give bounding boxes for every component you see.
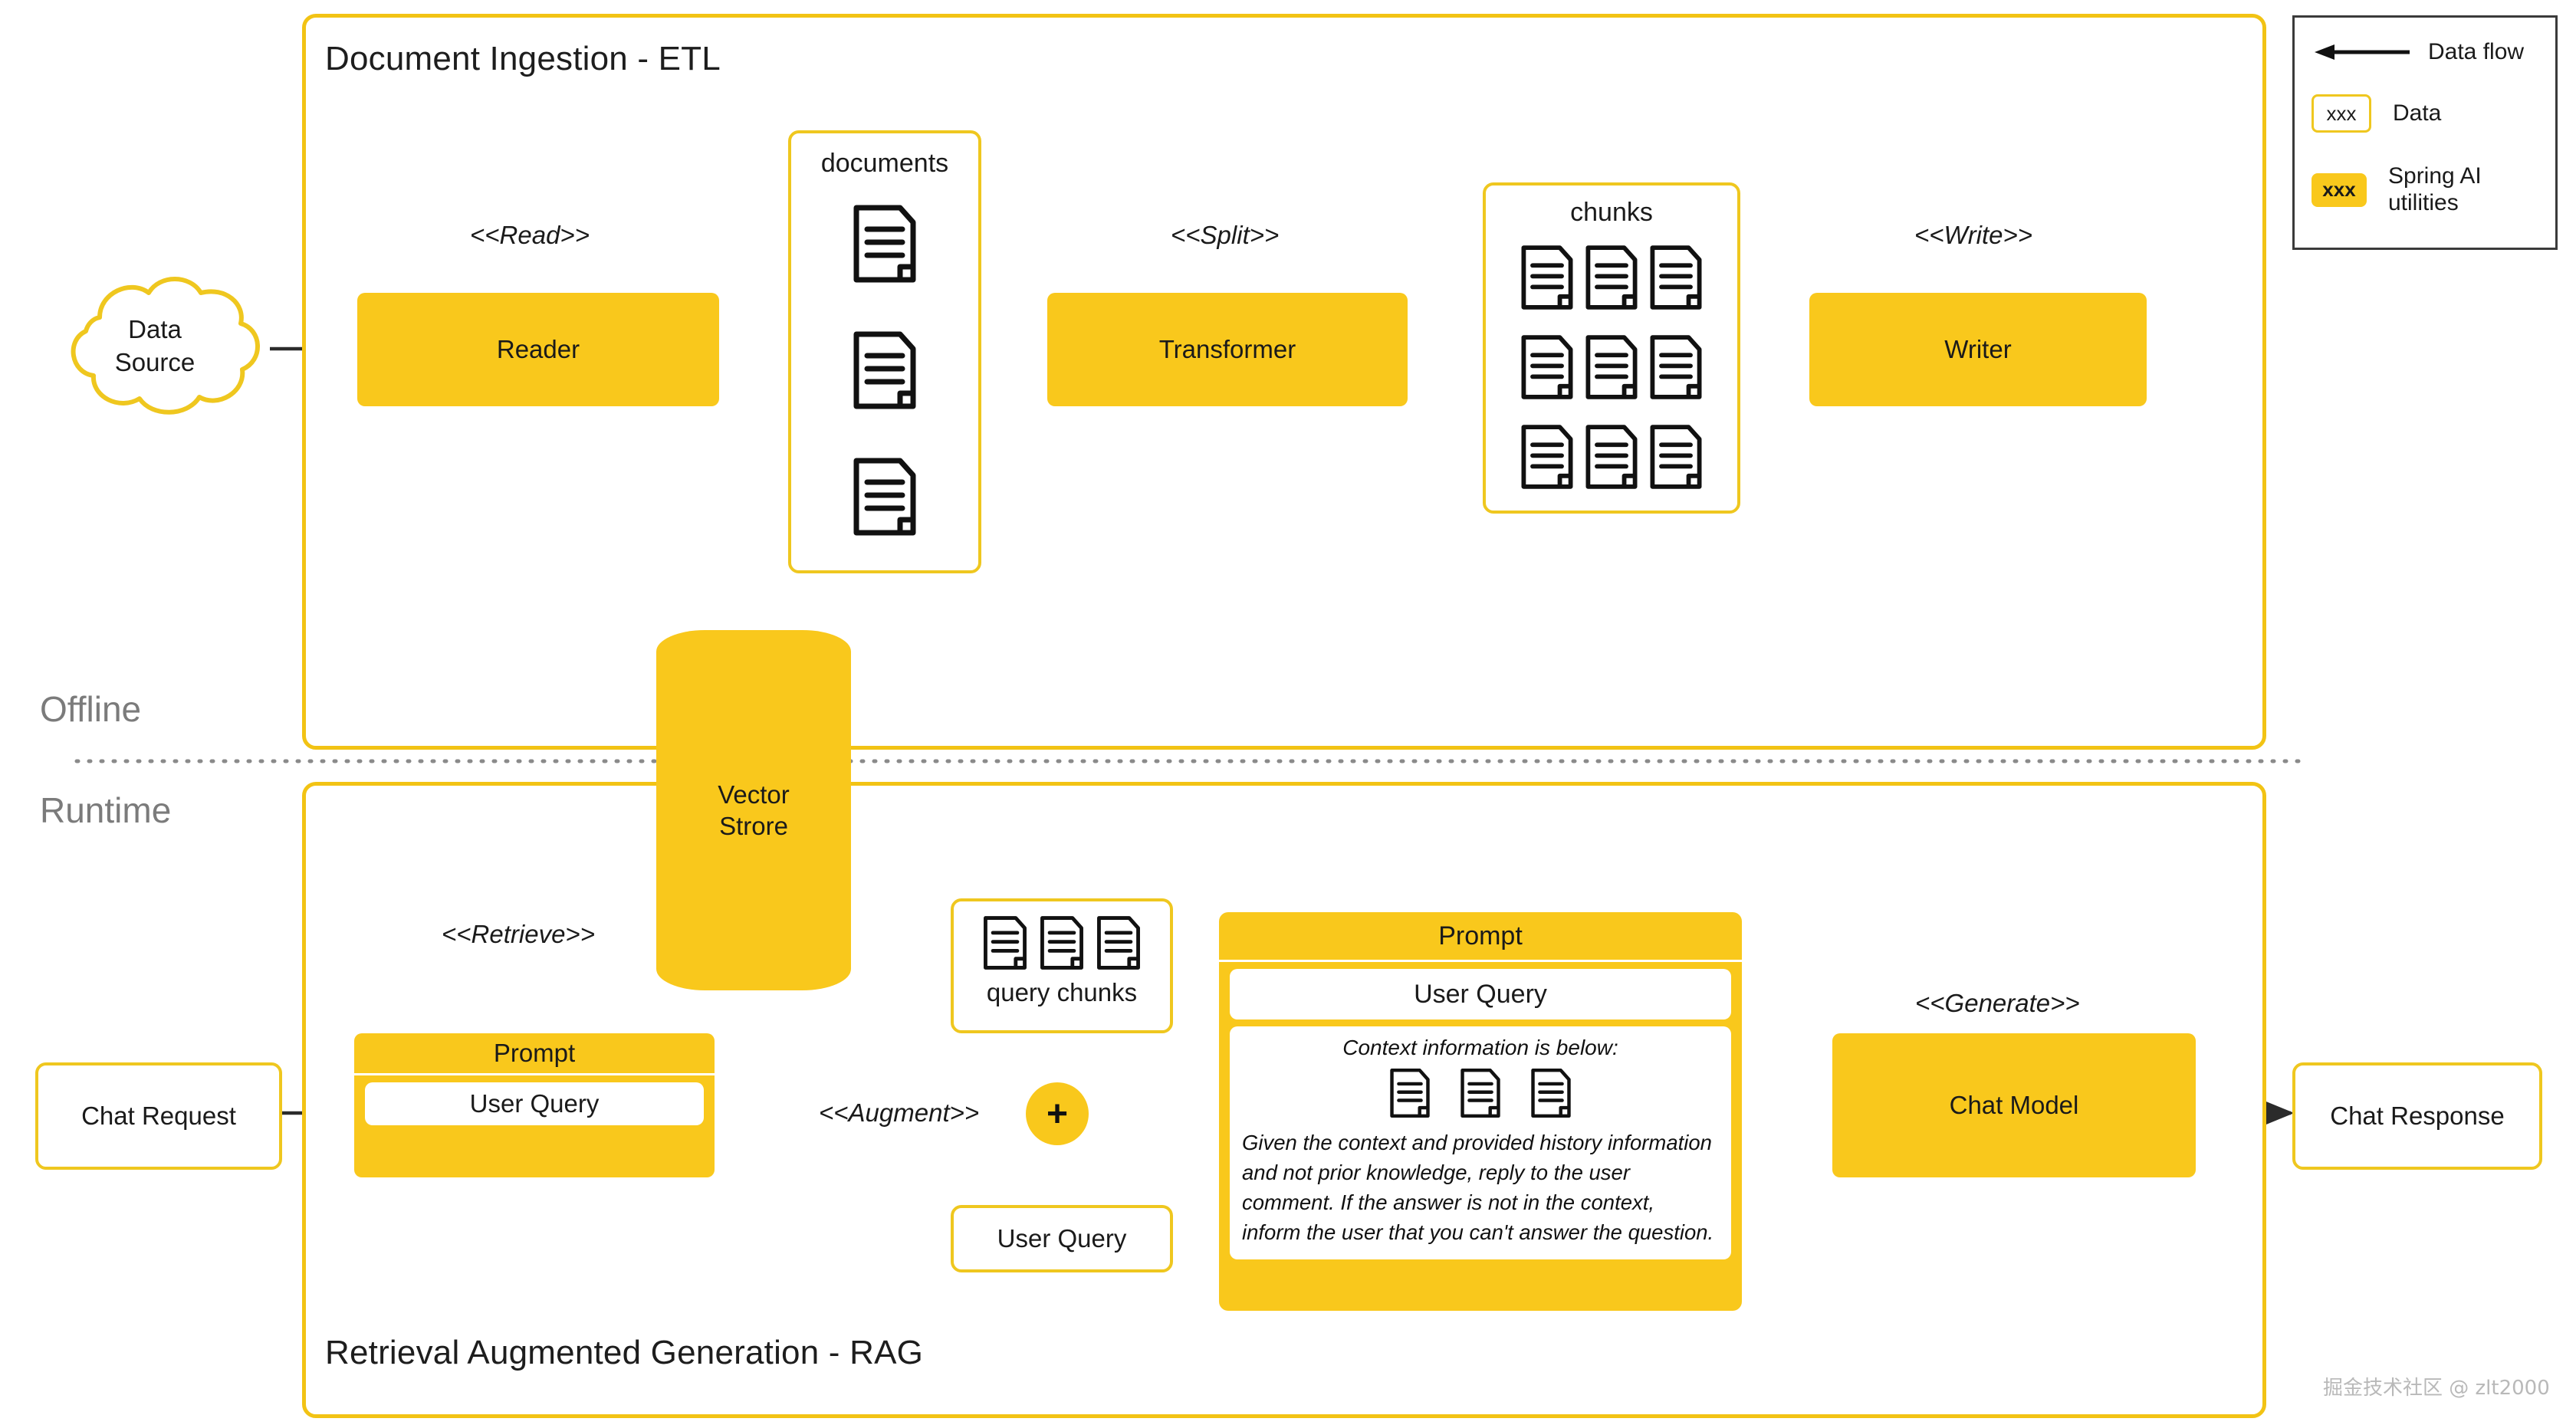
- cylinder-bottom: [656, 947, 851, 990]
- legend-row-utilities: xxx Spring AI utilities: [2312, 163, 2482, 216]
- chunk-document-icon: [1650, 425, 1702, 490]
- prompt-small-header: Prompt: [354, 1033, 715, 1075]
- prompt-big-body: Context information is below:: [1230, 1026, 1731, 1260]
- chunk-document-icon: [1585, 245, 1638, 310]
- arrow-left-icon: [2315, 44, 2410, 61]
- chunk-document-icon: [1521, 425, 1573, 490]
- legend-swatch-data: xxx: [2312, 94, 2371, 133]
- context-document-icon: [1460, 1068, 1500, 1118]
- chunk-document-icon: [1585, 335, 1638, 399]
- documents-caption: documents: [820, 149, 949, 178]
- chunks-caption: chunks: [1570, 198, 1653, 227]
- data-source-label: Data Source: [114, 315, 196, 376]
- stereotype-split: <<Split>>: [1171, 221, 1280, 249]
- chat-model-node[interactable]: Chat Model: [1832, 1033, 2196, 1177]
- query-chunk-icon: [1040, 916, 1083, 970]
- vector-store-label: Vector Strore: [718, 780, 790, 840]
- query-chunks-caption: query chunks: [986, 978, 1138, 1006]
- legend-swatch-utilities: xxx: [2312, 172, 2367, 207]
- augment-plus-node[interactable]: +: [1026, 1082, 1089, 1145]
- cloud-icon: [71, 277, 260, 415]
- prompt-instruction-text: Given the context and provided history i…: [1242, 1131, 1714, 1245]
- legend-label-utilities: Spring AI utilities: [2388, 163, 2482, 215]
- cylinder-body: [656, 652, 851, 969]
- prompt-big-user-query: User Query: [1230, 969, 1731, 1019]
- legend-label-data: Data: [2393, 100, 2442, 126]
- document-icon: [853, 458, 916, 536]
- chunks-icon-grid: [1486, 236, 1737, 498]
- query-chunks-box: query chunks: [951, 898, 1173, 1033]
- prompt-context-icons: [1242, 1068, 1719, 1118]
- writer-node[interactable]: Writer: [1809, 293, 2147, 406]
- stereotype-augment: <<Augment>>: [819, 1098, 980, 1127]
- stereotype-retrieve: <<Retrieve>>: [442, 920, 595, 948]
- chunk-document-icon: [1650, 335, 1702, 399]
- documents-icon-grid: [791, 190, 978, 550]
- chunks-box: chunks: [1483, 182, 1740, 514]
- phase-label-offline: Offline: [40, 689, 142, 729]
- phase-label-runtime: Runtime: [40, 790, 172, 830]
- stereotype-generate: <<Generate>>: [1915, 989, 2080, 1017]
- document-icon: [853, 205, 916, 283]
- user-query-box[interactable]: User Query: [951, 1205, 1173, 1272]
- query-chunks-icon-grid: [954, 912, 1170, 974]
- chat-request-box[interactable]: Chat Request: [35, 1062, 282, 1170]
- legend-row-data-flow: Data flow: [2312, 39, 2524, 66]
- chat-response-box[interactable]: Chat Response: [2292, 1062, 2542, 1170]
- chunk-document-icon: [1585, 425, 1638, 490]
- context-document-icon: [1390, 1068, 1430, 1118]
- reader-node[interactable]: Reader: [357, 293, 719, 406]
- chunk-document-icon: [1650, 245, 1702, 310]
- query-chunk-icon: [984, 916, 1027, 970]
- prompt-small-node[interactable]: Prompt User Query: [354, 1033, 715, 1177]
- transformer-node[interactable]: Transformer: [1047, 293, 1408, 406]
- document-icon: [853, 331, 916, 409]
- documents-box: documents: [788, 130, 981, 573]
- legend-row-data: xxx Data: [2312, 94, 2441, 133]
- vector-store-node[interactable]: Vector Strore: [656, 630, 851, 990]
- prompt-context-line: Context information is below:: [1342, 1036, 1618, 1059]
- legend-panel: Data flow xxx Data xxx Spring AI utiliti…: [2292, 15, 2558, 250]
- query-chunk-icon: [1097, 916, 1140, 970]
- prompt-big-node[interactable]: Prompt User Query Context information is…: [1219, 912, 1742, 1311]
- chunk-document-icon: [1521, 245, 1573, 310]
- stereotype-write: <<Write>>: [1914, 221, 2033, 249]
- prompt-small-user-query: User Query: [365, 1082, 704, 1125]
- stereotype-read: <<Read>>: [470, 221, 590, 249]
- chunk-document-icon: [1521, 335, 1573, 399]
- title-rag: Retrieval Augmented Generation - RAG: [325, 1334, 924, 1371]
- watermark: 掘金技术社区 @ zlt2000: [2323, 1377, 2550, 1400]
- context-document-icon: [1531, 1068, 1571, 1118]
- title-document-ingestion: Document Ingestion - ETL: [325, 40, 721, 77]
- prompt-big-header: Prompt: [1219, 912, 1742, 962]
- legend-label-data-flow: Data flow: [2428, 39, 2525, 64]
- data-source-cloud: Data Source: [40, 270, 270, 423]
